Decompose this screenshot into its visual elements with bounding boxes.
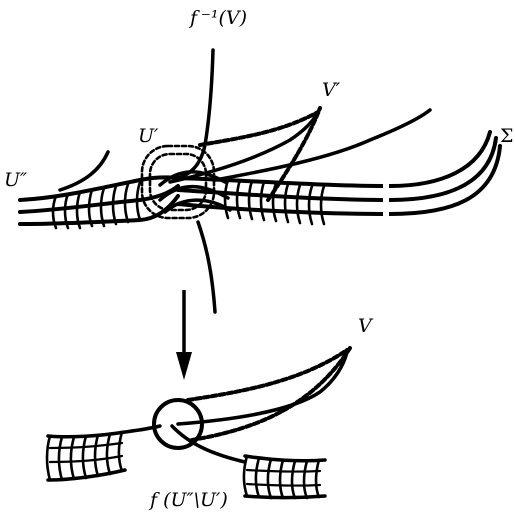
preimage-curve	[178, 50, 213, 178]
right-tube-hatching	[225, 180, 324, 224]
upper-figure	[20, 50, 500, 312]
u-prime-label: U′	[138, 125, 159, 147]
preimage-curve-lower	[198, 222, 215, 312]
left-branch	[60, 152, 108, 190]
lower-figure	[47, 348, 350, 498]
v-label: V	[358, 315, 374, 337]
image-label: f (U″\U′)	[148, 489, 228, 511]
map-arrow	[176, 290, 192, 380]
left-lower-tube	[47, 426, 160, 480]
preimage-label: f ⁻¹(V)	[188, 7, 247, 29]
u-double-prime-label: U″	[4, 169, 27, 191]
v-dashed-curve-1	[188, 350, 347, 400]
right-lower-tube	[244, 456, 325, 498]
sigma-label: Σ	[500, 125, 513, 147]
right-upper-branch	[215, 110, 430, 180]
v-prime-dashed-curve-1	[200, 112, 318, 145]
v-prime-label: V′	[322, 79, 341, 101]
